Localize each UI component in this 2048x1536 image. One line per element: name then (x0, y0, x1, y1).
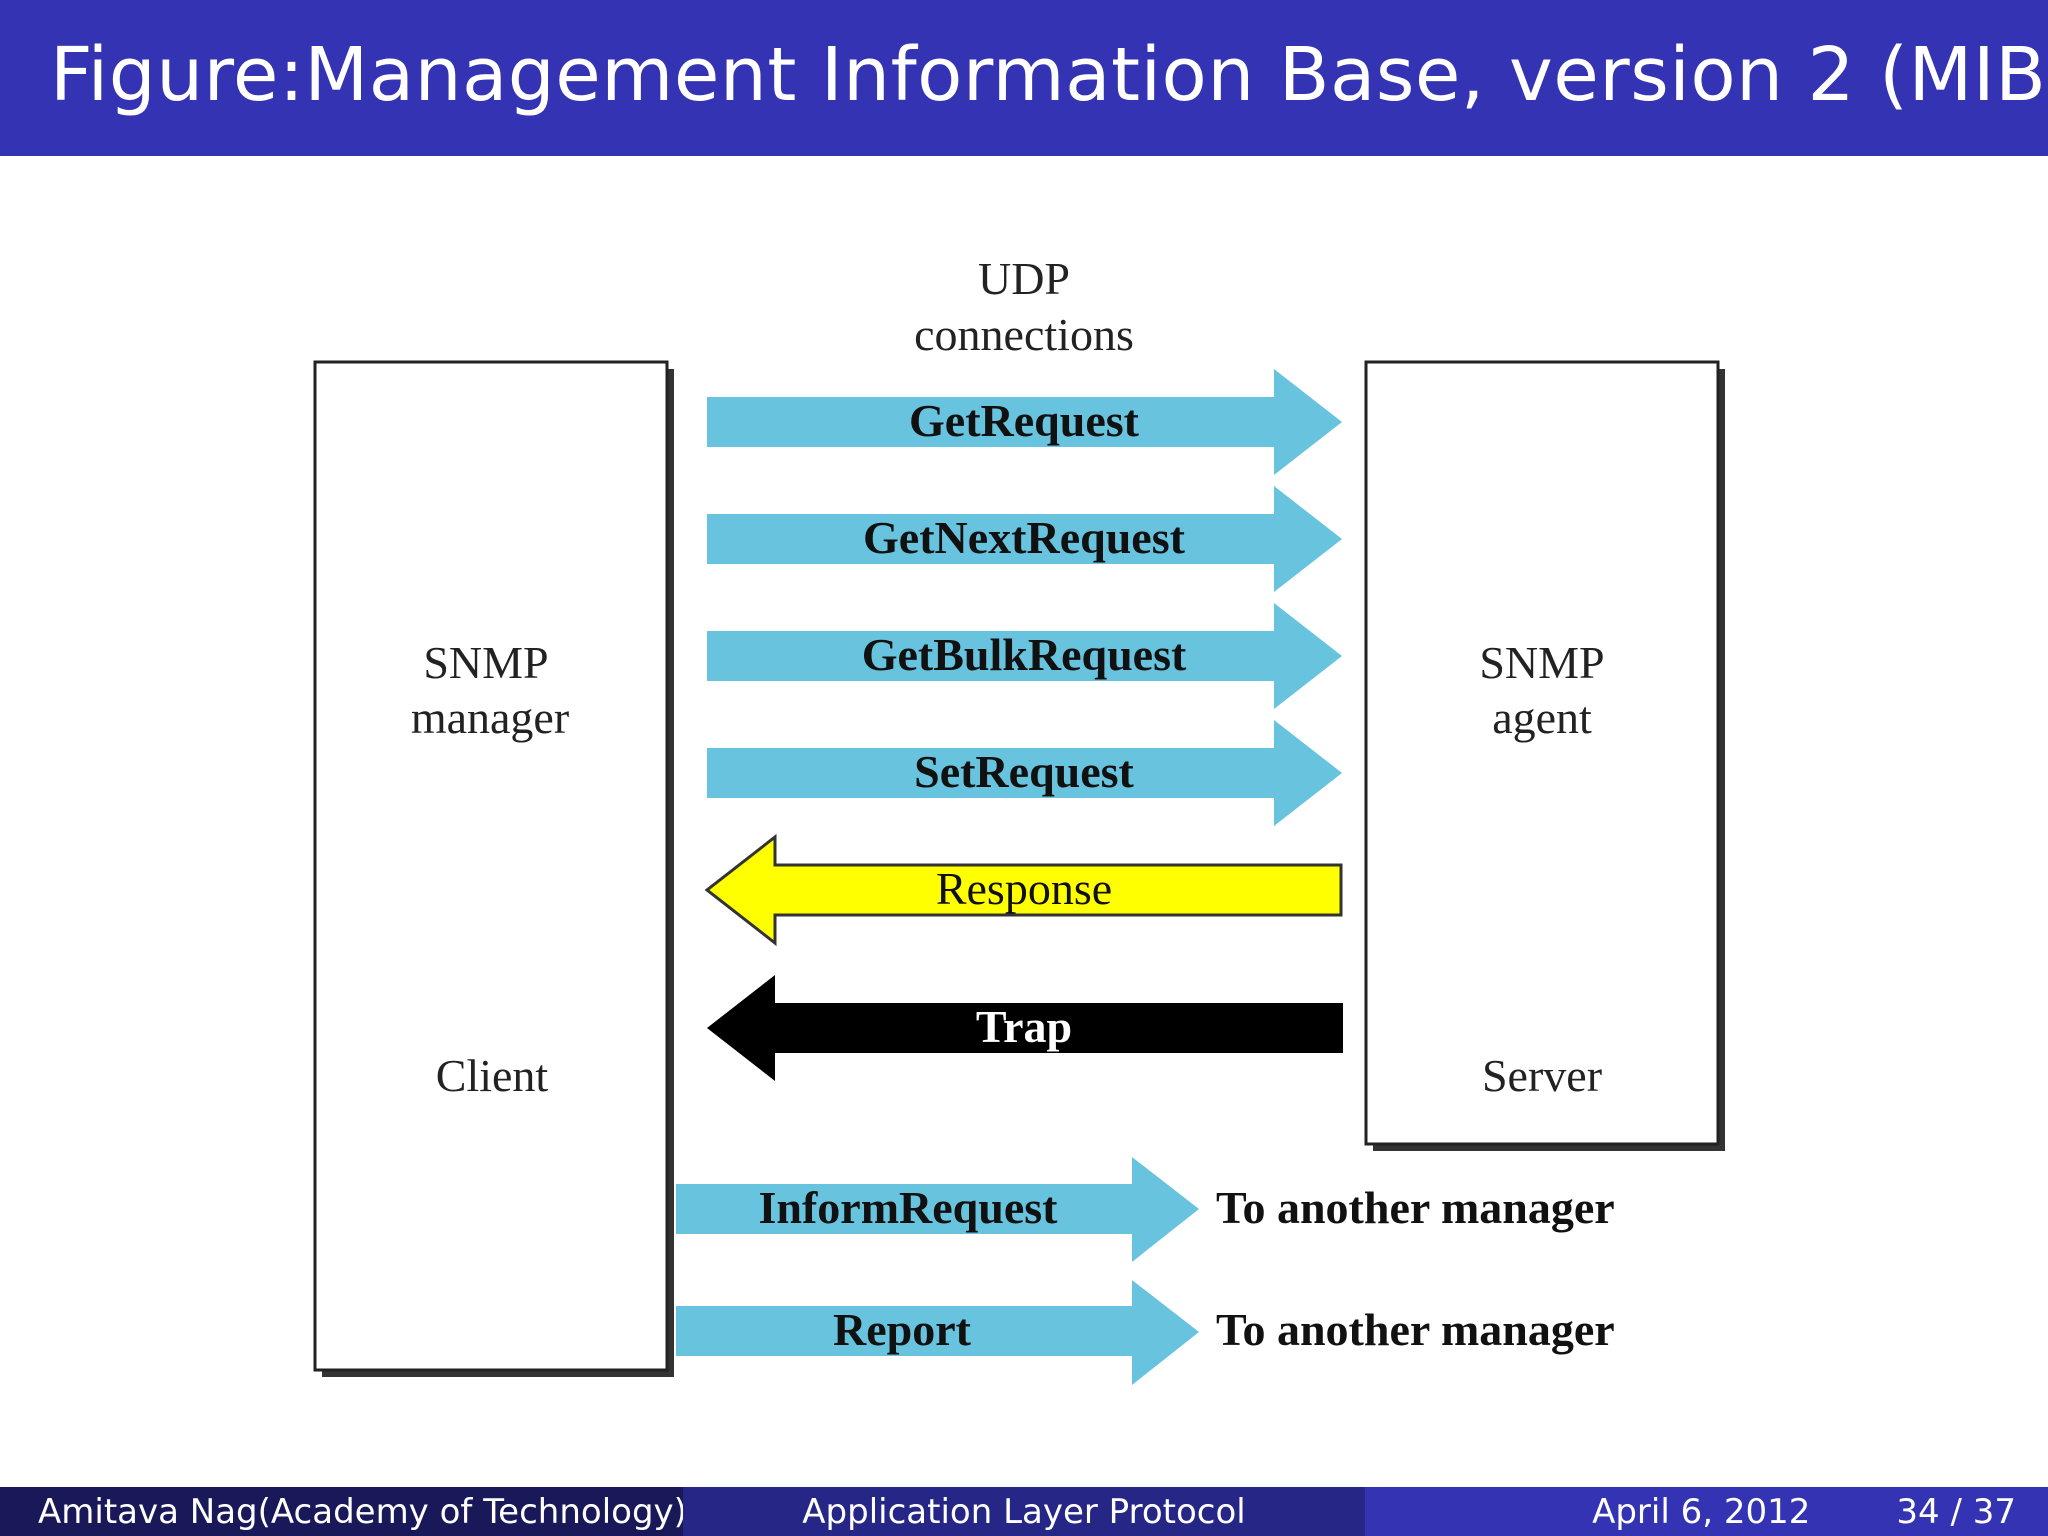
footer: Amitava Nag (Academy of Technology) Appl… (0, 1487, 2048, 1536)
udp-label-line2: connections (914, 309, 1134, 360)
response-label: Response (936, 863, 1112, 914)
response-arrow: Response (704, 833, 1343, 947)
footer-author-section: Amitava Nag (Academy of Technology) (0, 1487, 683, 1536)
snmp-manager-box: SNMP manager Client (313, 360, 674, 1377)
title-bar: Figure:Management Information Base, vers… (0, 0, 2048, 156)
manager-label-line2: manager (411, 692, 569, 743)
report-arrow: Report (676, 1280, 1199, 1385)
snmp-agent-box: SNMP agent Server (1364, 360, 1725, 1151)
get-bulk-request-label: GetBulkRequest (862, 629, 1187, 680)
footer-date-section: April 6, 2012 34 / 37 (1365, 1487, 2048, 1536)
trap-label: Trap (976, 1001, 1072, 1052)
inform-request-destination: To another manager (1216, 1182, 1615, 1233)
report-destination: To another manager (1216, 1304, 1615, 1355)
inform-request-label: InformRequest (759, 1182, 1059, 1233)
footer-date: April 6, 2012 (1592, 1491, 1811, 1532)
get-request-label: GetRequest (909, 395, 1140, 446)
manager-role-label: Client (436, 1050, 549, 1101)
set-request-arrow: SetRequest (707, 720, 1342, 826)
footer-page-number: 34 / 37 (1896, 1491, 2016, 1532)
get-next-request-label: GetNextRequest (863, 512, 1186, 563)
udp-label-line1: UDP (978, 253, 1070, 304)
agent-label-line1: SNMP (1479, 637, 1604, 688)
agent-role-label: Server (1482, 1050, 1602, 1101)
set-request-label: SetRequest (914, 746, 1134, 797)
agent-label-line2: agent (1492, 692, 1592, 743)
slide-title: Figure:Management Information Base, vers… (50, 32, 2048, 118)
footer-talk-title: Application Layer Protocol (802, 1491, 1246, 1532)
get-bulk-request-arrow: GetBulkRequest (707, 603, 1342, 709)
get-request-arrow: GetRequest (707, 369, 1342, 475)
footer-author: Amitava Nag (38, 1491, 258, 1532)
get-next-request-arrow: GetNextRequest (707, 486, 1342, 592)
inform-request-arrow: InformRequest (676, 1157, 1199, 1262)
footer-institution: (Academy of Technology) (257, 1491, 683, 1532)
report-label: Report (833, 1304, 972, 1355)
manager-label-line1: SNMP (423, 637, 548, 688)
footer-title-section: Application Layer Protocol (683, 1487, 1365, 1536)
trap-arrow: Trap (707, 975, 1343, 1081)
